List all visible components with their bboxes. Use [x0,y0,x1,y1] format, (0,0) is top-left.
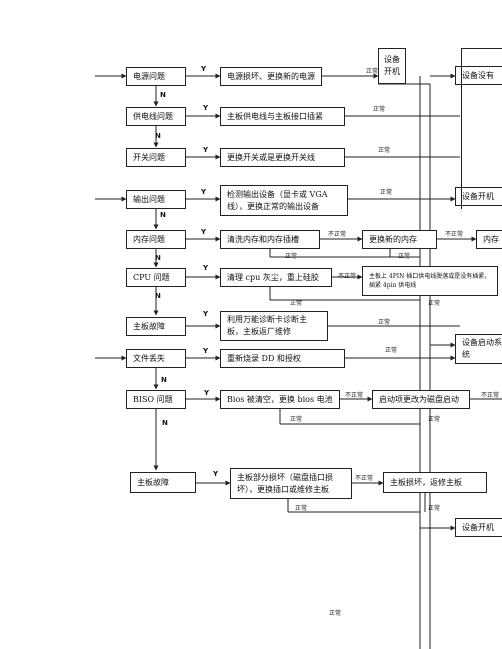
yes-label: Y [203,347,209,355]
normal-label: 正常 [329,610,342,617]
mid-box-reflash: 重新烧录 DD 和授权 [220,349,345,368]
normal-label: 正常 [428,505,441,512]
left-box-board-fault: 主板故障 [126,317,186,336]
box-boot-final: 设备开机 [455,518,502,537]
abnormal-label: 不正常 [328,231,347,238]
yes-label: Y [201,228,207,236]
normal-label: 正常 [290,300,303,307]
box-board-repair: 主板损坏，返修主板 [383,472,487,493]
mid-box-plug-supply: 主板供电线与主板接口插紧 [220,107,345,126]
mid-box-clean-cpu: 清理 cpu 灰尘，重上硅胶 [220,268,332,287]
left-box-file-lost: 文件丢失 [126,349,186,368]
yes-label: Y [201,65,207,73]
mid-box-replace-switch: 更换开关或是更换开关线 [220,148,345,167]
left-box-board-fault-2: 主板故障 [130,472,196,493]
normal-label: 正常 [373,106,386,113]
yes-label: Y [203,146,209,154]
mid-box-board-partial: 主板部分损坏（磁盘插口损坏），更换插口或维修主板 [230,468,352,499]
mid-box-clean-memory: 清洗内存和内存插槽 [220,230,320,249]
abnormal-label: 不正常 [355,475,374,482]
yes-label: Y [203,264,209,272]
no-label: N [155,254,161,262]
box-device-boot: 设备开机 [378,48,406,84]
normal-label: 正常 [366,68,379,75]
box-memory-right: 内存 [476,230,502,249]
mid-box-bios-battery: Bios 被清空，更换 bios 电池 [220,390,340,409]
no-label: N [160,91,166,99]
normal-label: 正常 [285,253,298,260]
yes-label: Y [213,470,219,478]
left-box-power: 电源问题 [126,67,186,86]
no-label: N [160,211,166,219]
left-box-output: 输出问题 [126,190,186,209]
box-boot-ok: 设备开机 [455,187,502,206]
box-4pin-power: 主板上 4PIN 插口供电线脱落或是没有插紧，插紧 4pin 供电线 [362,266,498,296]
normal-label: 正常 [290,416,303,423]
no-label: N [155,292,161,300]
yes-label: Y [201,188,207,196]
left-box-bios: BISO 问题 [126,390,186,409]
box-boot-from-disk: 启动项更改为磁盘启动 [372,390,470,409]
yes-label: Y [203,310,209,318]
normal-label: 正常 [378,319,391,326]
left-box-supply-line: 供电线问题 [126,107,186,126]
box-start-system: 设备启动系统 [455,334,502,364]
right-frame [461,48,502,209]
left-box-switch: 开关问题 [126,148,186,167]
left-box-memory: 内存问题 [126,230,186,249]
normal-label: 正常 [428,300,441,307]
abnormal-label: 不正常 [338,273,357,280]
normal-label: 正常 [428,416,441,423]
left-box-cpu: CPU 问题 [126,268,186,287]
mid-box-replace-power: 电源损坏、更换新的电源 [220,67,322,86]
mid-box-diagnose-board: 利用万能诊断卡诊断主板，主板返厂维修 [220,311,328,341]
normal-label: 正常 [380,189,393,196]
normal-label: 正常 [398,253,411,260]
no-label: N [161,376,167,384]
yes-label: Y [203,104,209,112]
abnormal-label: 不正常 [445,231,464,238]
no-label: N [155,132,161,140]
abnormal-label: 不正常 [481,392,500,399]
normal-label: 正常 [378,147,391,154]
normal-label: 正常 [295,505,308,512]
box-no-display: 设备没有 [455,66,502,85]
normal-label: 正常 [385,347,398,354]
yes-label: Y [204,389,210,397]
box-replace-memory: 更换新的内存 [362,230,437,249]
mid-box-check-output: 检测输出设备（显卡或 VGA 线），更换正常的输出设备 [220,185,348,216]
abnormal-label: 不正常 [345,392,364,399]
no-label: N [162,419,168,427]
